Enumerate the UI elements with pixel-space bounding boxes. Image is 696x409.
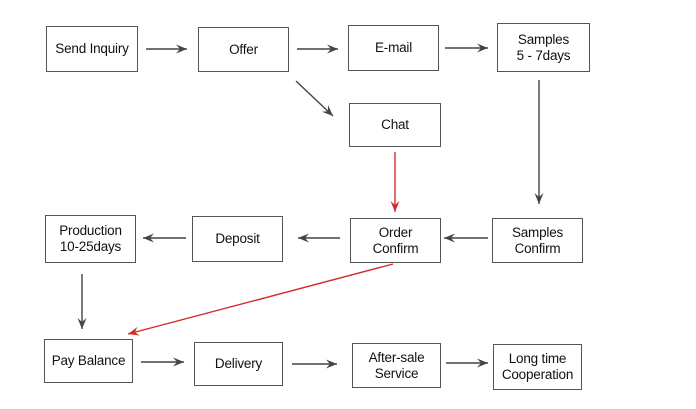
node-label: Samples Confirm (511, 224, 564, 256)
node-samples: Samples 5 - 7days (497, 23, 590, 72)
node-pay-balance: Pay Balance (44, 339, 133, 383)
node-label: E-mail (374, 40, 413, 55)
arrowhead-icon (327, 44, 338, 54)
arrowhead-icon (143, 233, 154, 243)
node-long-time: Long time Cooperation (493, 344, 582, 390)
node-label: After-sale Service (368, 349, 425, 381)
arrowhead-icon (326, 359, 337, 369)
node-chat: Chat (349, 103, 441, 147)
arrowhead-icon (77, 318, 87, 329)
arrowhead-icon (477, 43, 488, 53)
arrowhead-icon (534, 193, 544, 204)
node-after-sale: After-sale Service (352, 343, 441, 388)
node-deposit: Deposit (192, 216, 283, 262)
arrowhead-icon (321, 105, 333, 116)
node-label: Samples 5 - 7days (516, 31, 571, 63)
node-send-inquiry: Send Inquiry (46, 26, 138, 72)
node-label: Long time Cooperation (501, 351, 574, 382)
node-order-confirm: Order Confirm (350, 218, 441, 263)
arrowhead-icon (444, 233, 455, 243)
node-label: Production 10-25days (59, 223, 122, 254)
edge-offer-to-chat (295, 80, 334, 117)
arrowhead-icon (298, 233, 309, 243)
arrowhead-icon (390, 201, 400, 212)
node-label: Order Confirm (372, 224, 419, 256)
node-label: Pay Balance (51, 353, 126, 368)
node-offer: Offer (198, 27, 289, 72)
node-label: Deposit (215, 231, 260, 246)
node-label: Offer (229, 41, 258, 57)
edge-order-confirm-to-pay-balance (127, 263, 394, 335)
node-label: Send Inquiry (55, 41, 129, 56)
arrowhead-icon (128, 326, 140, 336)
arrowhead-icon (173, 357, 184, 367)
node-email: E-mail (348, 25, 439, 71)
arrowhead-icon (176, 44, 187, 54)
node-production: Production 10-25days (45, 215, 136, 263)
arrowhead-icon (477, 358, 488, 368)
node-samples-confirm: Samples Confirm (492, 218, 583, 263)
node-delivery: Delivery (194, 342, 283, 386)
node-label: Chat (381, 117, 409, 132)
node-label: Delivery (214, 356, 263, 371)
